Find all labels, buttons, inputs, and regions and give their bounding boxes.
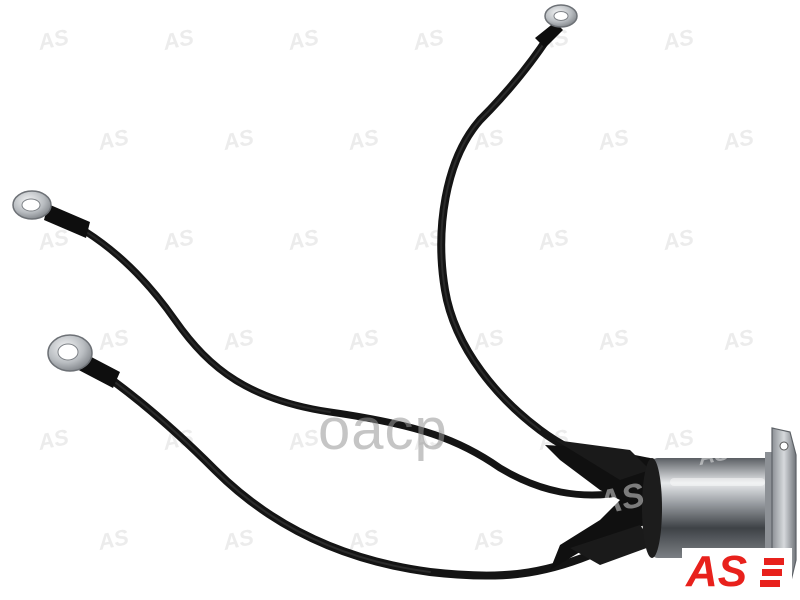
watermark-tile: AS [285,24,321,55]
ring-terminal-bottom [47,334,93,372]
watermark-tile: AS [285,224,321,255]
cable-top [437,22,604,464]
watermark-tile: AS [285,424,321,455]
watermark-tile: AS [660,24,696,55]
watermark-tile: AS [660,424,696,455]
watermark-tile: AS [595,124,631,155]
watermark-tile: AS [470,524,506,555]
ring-terminal-top [544,4,578,28]
watermark-tile: AS [220,524,256,555]
watermark-tile: AS [595,324,631,355]
watermark-tile: AS [720,124,756,155]
watermark-tile: AS [95,124,131,155]
svg-text:AS: AS [685,548,747,592]
watermark-tile: AS [160,24,196,55]
watermark-tile: AS [345,124,381,155]
watermark-tile: AS [160,224,196,255]
watermark-tile: AS [220,124,256,155]
ring-terminal-middle [12,190,52,220]
cable-middle [46,208,629,499]
watermark-tile: AS [660,224,696,255]
watermark-tile: AS [35,424,71,455]
watermark-tile: AS [95,324,131,355]
cable-bottom [76,354,594,580]
watermark-tile: AS [720,324,756,355]
watermark-tile: AS [35,24,71,55]
watermark-tile: AS [345,324,381,355]
watermark-tile: AS [95,524,131,555]
watermark-tile: AS [220,324,256,355]
watermark-tile: AS [410,24,446,55]
brand-logo: AS [682,548,792,592]
cables [46,22,629,580]
watermark-tile: AS [470,324,506,355]
watermark-tile: AS [535,224,571,255]
